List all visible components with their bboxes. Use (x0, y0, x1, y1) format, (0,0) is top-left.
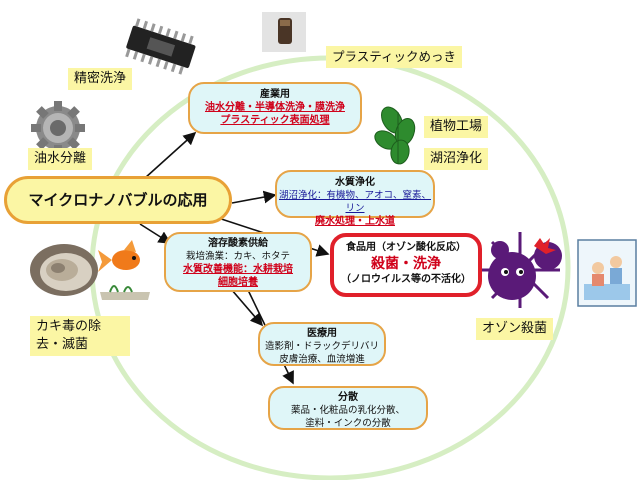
label-oyster-line-2: 去・滅菌 (36, 337, 89, 352)
dispersion-title: 分散 (338, 392, 358, 403)
water-title: 水質浄化 (335, 177, 375, 188)
oxygen-red-1: 水質改善機能：水耕栽培 (183, 264, 293, 275)
label-oyster-line-1: カキ毒の除 (36, 319, 102, 334)
main-title: マイクロナノバブルの応用 (28, 191, 208, 209)
oxygen-red-2: 細胞培養 (218, 277, 258, 288)
water-red: 廃水処理・上水道 (315, 216, 395, 227)
label-oyster-toxin: カキ毒の除 去・滅菌 (30, 316, 130, 356)
goldfish-icon (98, 240, 150, 300)
medical-line-1: 造影剤・ドラックデリバリ (264, 341, 379, 352)
ic-chip-icon (125, 18, 196, 75)
dispersion-node: 分散 薬品・化粧品の乳化分散、 塗料・インクの分散 (268, 386, 428, 430)
oxygen-title: 溶存酸素供給 (208, 238, 268, 249)
medical-node: 医療用 造影剤・ドラックデリバリ 皮膚治療、血流増進 (258, 322, 386, 366)
food-title: 食品用（オゾン酸化反応） (346, 242, 466, 253)
oxygen-sub: 栽培漁業：カキ、ホタテ (185, 251, 291, 262)
label-precision-cleaning: 精密洗浄 (68, 68, 133, 90)
main-title-node: マイクロナノバブルの応用 (4, 176, 232, 224)
label-plant-factory: 植物工場 (424, 116, 489, 138)
food-big: 殺菌・洗浄 (371, 256, 441, 272)
water-purification-node: 水質浄化 湖沼浄化：有機物、アオコ、窒素、リン 廃水処理・上水道 (275, 170, 435, 227)
water-sub: 湖沼浄化：有機物、アオコ、窒素、リン (278, 190, 431, 214)
industrial-node: 産業用 油水分離・半導体洗浄・膜洗浄 プラスティック表面処理 (188, 82, 362, 134)
food-node: 食品用（オゾン酸化反応） 殺菌・洗浄 （ノロウイルス等の不活化） (330, 233, 482, 297)
plastic-sample-icon (262, 12, 306, 52)
virus-icon (480, 232, 562, 308)
label-lake-purification: 湖沼浄化 (424, 148, 489, 170)
gear-icon (31, 101, 85, 155)
medical-title: 医療用 (307, 328, 337, 339)
medical-line-2: 皮膚治療、血流増進 (279, 354, 365, 365)
dispersion-line-2: 塗料・インクの分散 (305, 418, 391, 429)
industrial-title: 産業用 (260, 89, 290, 100)
label-oil-water-separation: 油水分離 (28, 148, 93, 170)
arrow-to-water (231, 190, 277, 204)
plant-leaves-icon (374, 106, 416, 165)
bath-icon (577, 239, 637, 307)
oxygen-supply-node: 溶存酸素供給 栽培漁業：カキ、ホタテ 水質改善機能：水耕栽培 細胞培養 (164, 232, 312, 292)
industrial-line-2: プラスティック表面処理 (220, 115, 330, 126)
dispersion-line-1: 薬品・化粧品の乳化分散、 (290, 405, 405, 416)
label-plastic-plating: プラスティックめっき (326, 46, 463, 68)
industrial-line-1: 油水分離・半導体洗浄・膜洗浄 (205, 102, 345, 113)
arrow-to-industrial (144, 131, 197, 179)
oyster-icon (30, 244, 98, 296)
label-ozone-sterilization: オゾン殺菌 (476, 318, 554, 340)
food-sub: （ノロウイルス等の不活化） (341, 274, 471, 285)
